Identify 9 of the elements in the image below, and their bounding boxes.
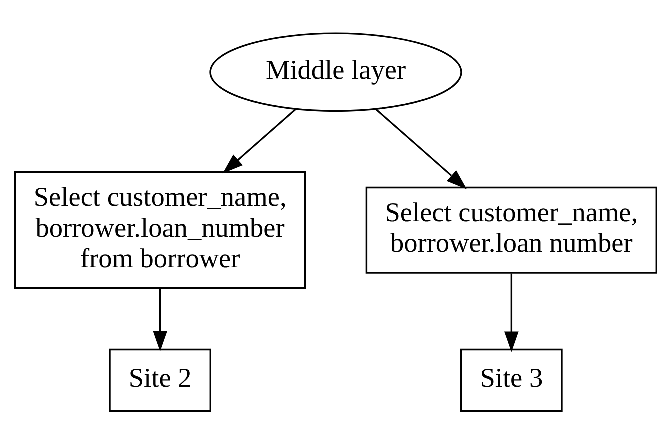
arrow [375, 108, 468, 189]
node-box: Site 2 [109, 348, 212, 412]
arrow [222, 108, 297, 174]
node-box: Select customer_name, borrower.loan number [366, 186, 658, 274]
node-box: Site 3 [460, 348, 563, 412]
arrow [153, 288, 168, 352]
node-ellipse: Middle layer [210, 32, 462, 112]
node-box: Select customer_name, borrower.loan_number from borrower [14, 171, 306, 289]
arrow [504, 273, 519, 352]
